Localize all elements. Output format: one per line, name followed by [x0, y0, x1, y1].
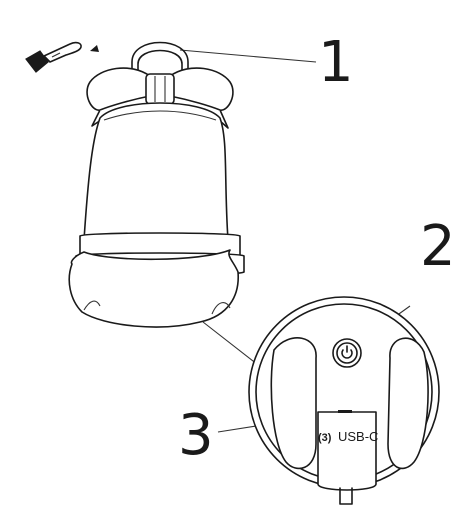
callout-number-3: 3	[178, 403, 214, 468]
callout-number-2: 2	[420, 214, 456, 279]
bell-body	[83, 102, 229, 241]
port-label-text: USB-C	[338, 429, 378, 444]
hanging-ring	[131, 41, 189, 83]
leader-line-1	[179, 49, 317, 63]
port-label-index: (3)	[318, 432, 332, 444]
brush-icon	[25, 41, 99, 73]
usb-c-port: (3) USB-C	[317, 410, 378, 505]
zoom-leader-line	[202, 321, 263, 369]
callout-number-1: 1	[318, 30, 354, 95]
bell-base	[68, 249, 239, 328]
side-slots	[270, 337, 429, 470]
power-icon	[341, 345, 353, 359]
power-button	[332, 338, 362, 368]
